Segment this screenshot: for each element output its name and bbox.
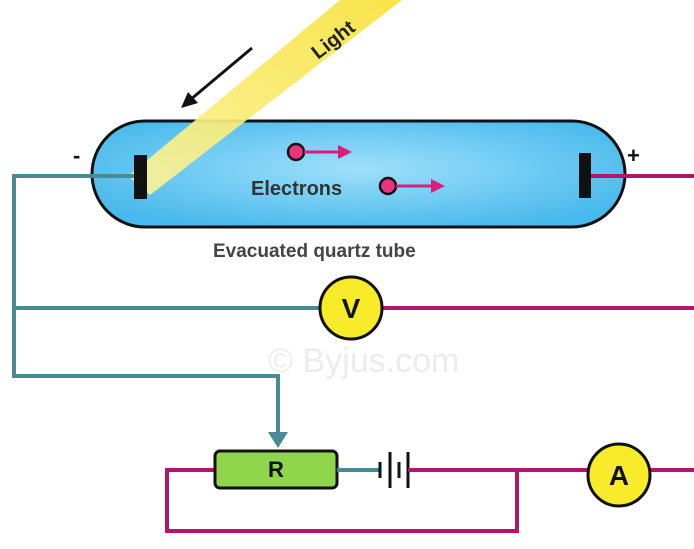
voltmeter: V	[318, 275, 384, 341]
light-direction-arrow	[181, 46, 253, 108]
electron-upper	[286, 142, 352, 162]
battery-icon	[378, 452, 410, 488]
rheostat: R	[213, 449, 339, 490]
ammeter: A	[586, 442, 652, 508]
voltmeter-label: V	[342, 293, 361, 324]
watermark: © Byjus.com	[268, 342, 459, 380]
light-beam	[128, 0, 402, 195]
cathode-plate	[134, 155, 147, 199]
rheostat-slider-arrow	[268, 432, 288, 448]
anode-sign: +	[627, 143, 640, 168]
cathode-sign: -	[73, 143, 80, 168]
anode-plate	[579, 153, 591, 198]
resistor-label: R	[268, 457, 284, 482]
tube-caption: Evacuated quartz tube	[213, 241, 416, 262]
electron-lower	[378, 176, 445, 196]
ammeter-label: A	[609, 460, 629, 491]
cathode-wire	[12, 174, 280, 432]
electrons-label: Electrons	[251, 178, 342, 200]
